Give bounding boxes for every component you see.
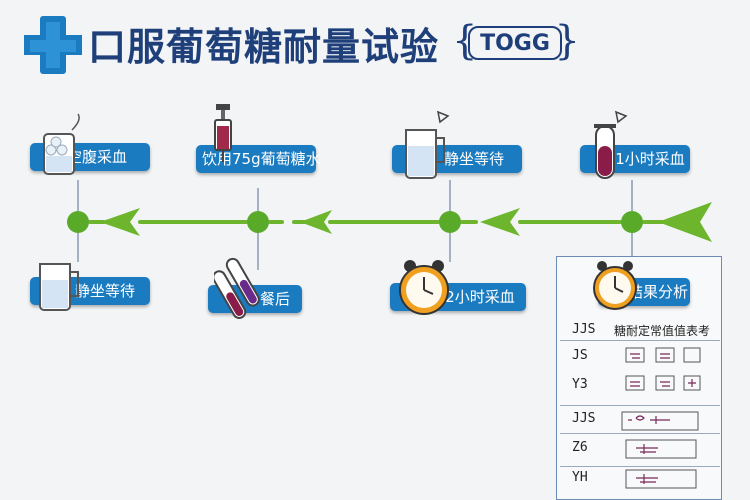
table-divider (560, 405, 720, 406)
test-tube-icon (594, 124, 616, 179)
table-divider (560, 340, 720, 341)
table-row-label: JJS (572, 322, 596, 337)
table-row-label: JS (572, 348, 588, 363)
tag-box: TOGG (468, 26, 562, 60)
bracket-right: } (554, 18, 580, 64)
step-dot-2 (247, 211, 269, 233)
step-dot-4 (621, 211, 643, 233)
table-row-label: Y3 (572, 377, 588, 392)
reference-table-header: 糖耐定常值值表考 (614, 324, 711, 338)
tag-text: TOGG (480, 31, 550, 56)
medical-cross-icon (24, 16, 82, 74)
test-tubes-icon (214, 257, 260, 319)
step-dot-3 (439, 211, 461, 233)
table-row-label: Z6 (572, 440, 588, 455)
flow-arrow-1 (100, 208, 140, 236)
clock-icon (593, 261, 637, 310)
step-dot-1 (67, 211, 89, 233)
test-code-tag: { TOGG } (452, 14, 580, 70)
beaker-icon (39, 263, 79, 311)
table-row-label: YH (572, 470, 588, 485)
beaker-icon (43, 113, 80, 175)
flow-arrow-4 (658, 202, 712, 242)
reference-table-cells (621, 347, 701, 489)
sparkle-icon (614, 110, 628, 124)
clock-icon (399, 260, 449, 315)
beaker-icon (405, 129, 445, 179)
syringe-icon (214, 104, 232, 162)
flow-arrow-2 (300, 210, 332, 234)
table-divider (560, 466, 720, 467)
table-divider (560, 433, 720, 434)
page-title: 口服葡萄糖耐量试验 (88, 25, 440, 69)
sparkle-icon (436, 110, 450, 124)
table-row-label: JJS (572, 411, 596, 426)
flow-arrow-3 (480, 208, 520, 236)
